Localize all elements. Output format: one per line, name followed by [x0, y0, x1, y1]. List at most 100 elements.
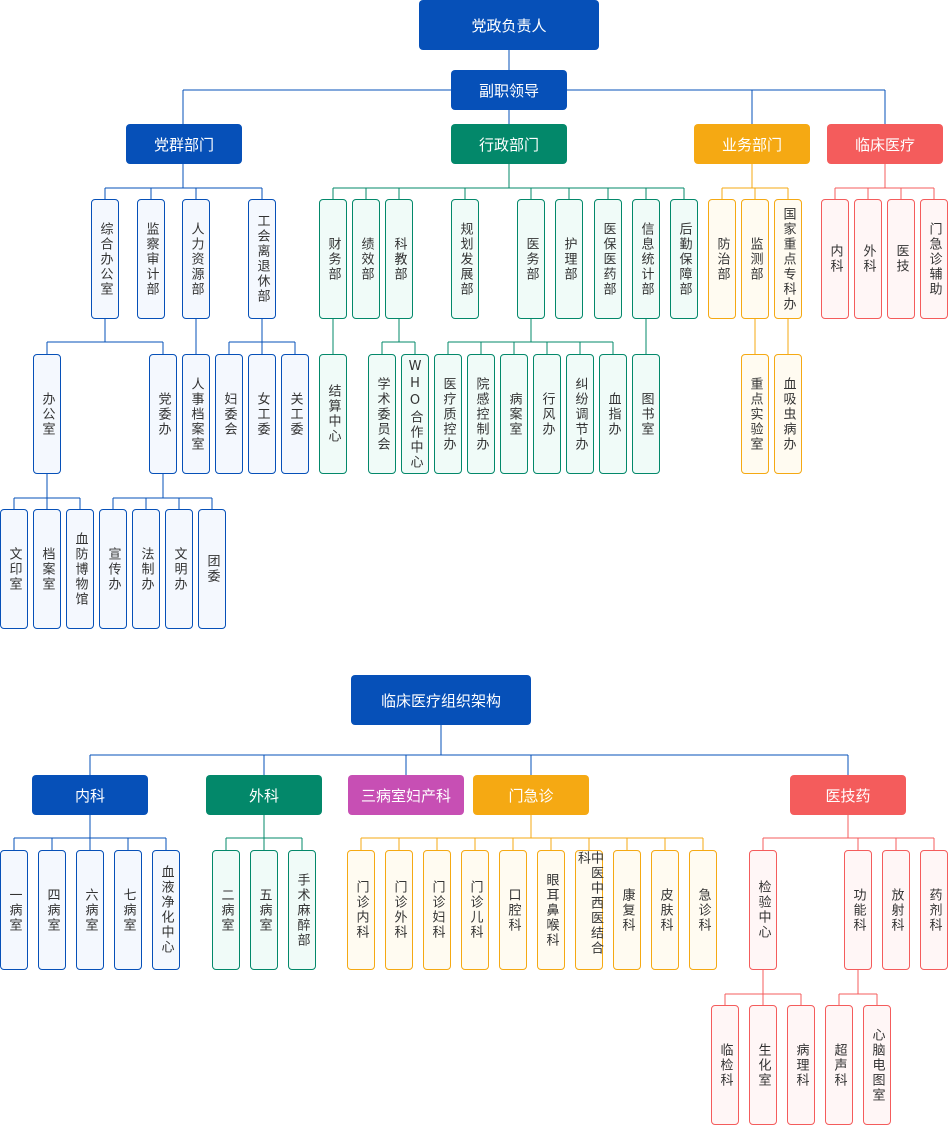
admin-l2-medical-4: 纠纷调节办	[566, 354, 594, 474]
group-business: 业务部门	[694, 124, 810, 164]
medtech-func-0-label: 超声科	[831, 1042, 847, 1088]
admin-l1-8-label: 后勤保障部	[676, 221, 692, 297]
business-l2-0-label: 重点实验室	[747, 376, 763, 452]
admin-l2-medical-5-label: 血指办	[605, 391, 621, 437]
business-l1-1-label: 监测部	[747, 236, 763, 282]
party-l3-office-2: 血防博物馆	[66, 509, 94, 629]
admin-l1-7: 信息统计部	[632, 199, 660, 319]
surgery-item-1: 五病室	[250, 850, 278, 970]
deputy-node: 副职领导	[451, 70, 567, 110]
admin-l1-4: 医务部	[517, 199, 545, 319]
emergency-item-5: 眼耳鼻喉科	[537, 850, 565, 970]
internal-item-1-label: 四病室	[44, 887, 60, 933]
medtech-lab-0-label: 临检科	[717, 1042, 733, 1088]
admin-l2-medical-2: 病案室	[500, 354, 528, 474]
medtech-func-1: 心脑电图室	[863, 1005, 891, 1125]
party-l2-union-2: 关工委	[281, 354, 309, 474]
group-emergency: 门急诊	[473, 775, 589, 815]
admin-l2-edu-1-label: WHO合作中心	[407, 358, 423, 470]
internal-item-0: 一病室	[0, 850, 28, 970]
internal-item-2-label: 六病室	[82, 887, 98, 933]
medtech-item-3-label: 药剂科	[926, 887, 942, 933]
admin-l2-medical-3-label: 行风办	[539, 391, 555, 437]
party-l2-office-0-label: 办公室	[39, 391, 55, 437]
admin-l1-6-label: 医保医药部	[600, 221, 616, 297]
party-l3-party-2-label: 文明办	[171, 546, 187, 592]
clinical-l1-2-label: 医技	[893, 244, 909, 274]
emergency-item-8: 皮肤科	[651, 850, 679, 970]
emergency-item-6-label: 中医中西医结合科	[575, 851, 603, 956]
party-l1-3-label: 工会离退休部	[254, 214, 270, 304]
party-l2-hr: 人事档案室	[182, 354, 210, 474]
medtech-lab-0: 临检科	[711, 1005, 739, 1125]
party-l2-union-0-label: 妇委会	[221, 391, 237, 437]
clinical-l1-2: 医技	[887, 199, 915, 319]
root-node: 党政负责人	[419, 0, 599, 50]
emergency-item-3-label: 门诊儿科	[467, 880, 483, 940]
business-l2-1: 血吸虫病办	[774, 354, 802, 474]
party-l3-party-2: 文明办	[165, 509, 193, 629]
surgery-item-2: 手术麻醉部	[288, 850, 316, 970]
admin-l2-edu-0: 学术委员会	[368, 354, 396, 474]
medtech-item-0-label: 检验中心	[755, 880, 771, 940]
group-internal: 内科	[32, 775, 148, 815]
surgery-item-1-label: 五病室	[256, 887, 272, 933]
party-l3-party-3-label: 团委	[204, 554, 220, 584]
emergency-item-7-label: 康复科	[619, 887, 635, 933]
business-l2-0: 重点实验室	[741, 354, 769, 474]
admin-l2-medical-2-label: 病案室	[506, 391, 522, 437]
internal-item-0-label: 一病室	[6, 887, 22, 933]
medtech-func-0: 超声科	[825, 1005, 853, 1125]
party-l2-office-0: 办公室	[33, 354, 61, 474]
emergency-item-2-label: 门诊妇科	[429, 880, 445, 940]
party-l3-office-0-label: 文印室	[6, 546, 22, 592]
admin-l2-medical-1: 院感控制办	[467, 354, 495, 474]
admin-l1-4-label: 医务部	[523, 236, 539, 282]
admin-l2-medical-3: 行风办	[533, 354, 561, 474]
party-l2-office-1: 党委办	[149, 354, 177, 474]
admin-l2-edu-1: WHO合作中心	[401, 354, 429, 474]
group-party: 党群部门	[126, 124, 242, 164]
party-l1-2: 人力资源部	[182, 199, 210, 319]
party-l2-office-1-label: 党委办	[155, 391, 171, 437]
admin-l1-5: 护理部	[555, 199, 583, 319]
medtech-item-1: 功能科	[844, 850, 872, 970]
party-l3-party-0: 宣传办	[99, 509, 127, 629]
business-l1-1: 监测部	[741, 199, 769, 319]
party-l3-office-1: 档案室	[33, 509, 61, 629]
admin-l2-finance-label: 结算中心	[325, 384, 341, 444]
party-l3-party-1-label: 法制办	[138, 546, 154, 592]
admin-l1-7-label: 信息统计部	[638, 221, 654, 297]
admin-l2-medical-4-label: 纠纷调节办	[572, 376, 588, 452]
medtech-lab-1: 生化室	[749, 1005, 777, 1125]
internal-item-3-label: 七病室	[120, 887, 136, 933]
admin-l1-1-label: 绩效部	[358, 236, 374, 282]
internal-item-1: 四病室	[38, 850, 66, 970]
emergency-item-8-label: 皮肤科	[657, 887, 673, 933]
admin-l2-medical-5: 血指办	[599, 354, 627, 474]
emergency-item-2: 门诊妇科	[423, 850, 451, 970]
emergency-item-0: 门诊内科	[347, 850, 375, 970]
party-l3-office-2-label: 血防博物馆	[72, 531, 88, 607]
medtech-item-0: 检验中心	[749, 850, 777, 970]
party-l2-union-1: 女工委	[248, 354, 276, 474]
emergency-item-1: 门诊外科	[385, 850, 413, 970]
admin-l1-3-label: 规划发展部	[457, 221, 473, 297]
emergency-item-4-label: 口腔科	[505, 887, 521, 933]
admin-l1-3: 规划发展部	[451, 199, 479, 319]
admin-l1-2: 科教部	[385, 199, 413, 319]
group-surgery: 外科	[206, 775, 322, 815]
party-l1-1: 监察审计部	[137, 199, 165, 319]
group-medtech: 医技药	[790, 775, 906, 815]
medtech-item-2: 放射科	[882, 850, 910, 970]
admin-l1-2-label: 科教部	[391, 236, 407, 282]
medtech-lab-2: 病理科	[787, 1005, 815, 1125]
medtech-item-3: 药剂科	[920, 850, 948, 970]
internal-item-2: 六病室	[76, 850, 104, 970]
admin-l1-5-label: 护理部	[561, 236, 577, 282]
internal-item-3: 七病室	[114, 850, 142, 970]
party-l2-union-2-label: 关工委	[287, 391, 303, 437]
admin-l1-1: 绩效部	[352, 199, 380, 319]
party-l2-hr-label: 人事档案室	[188, 376, 204, 452]
admin-l1-0: 财务部	[319, 199, 347, 319]
